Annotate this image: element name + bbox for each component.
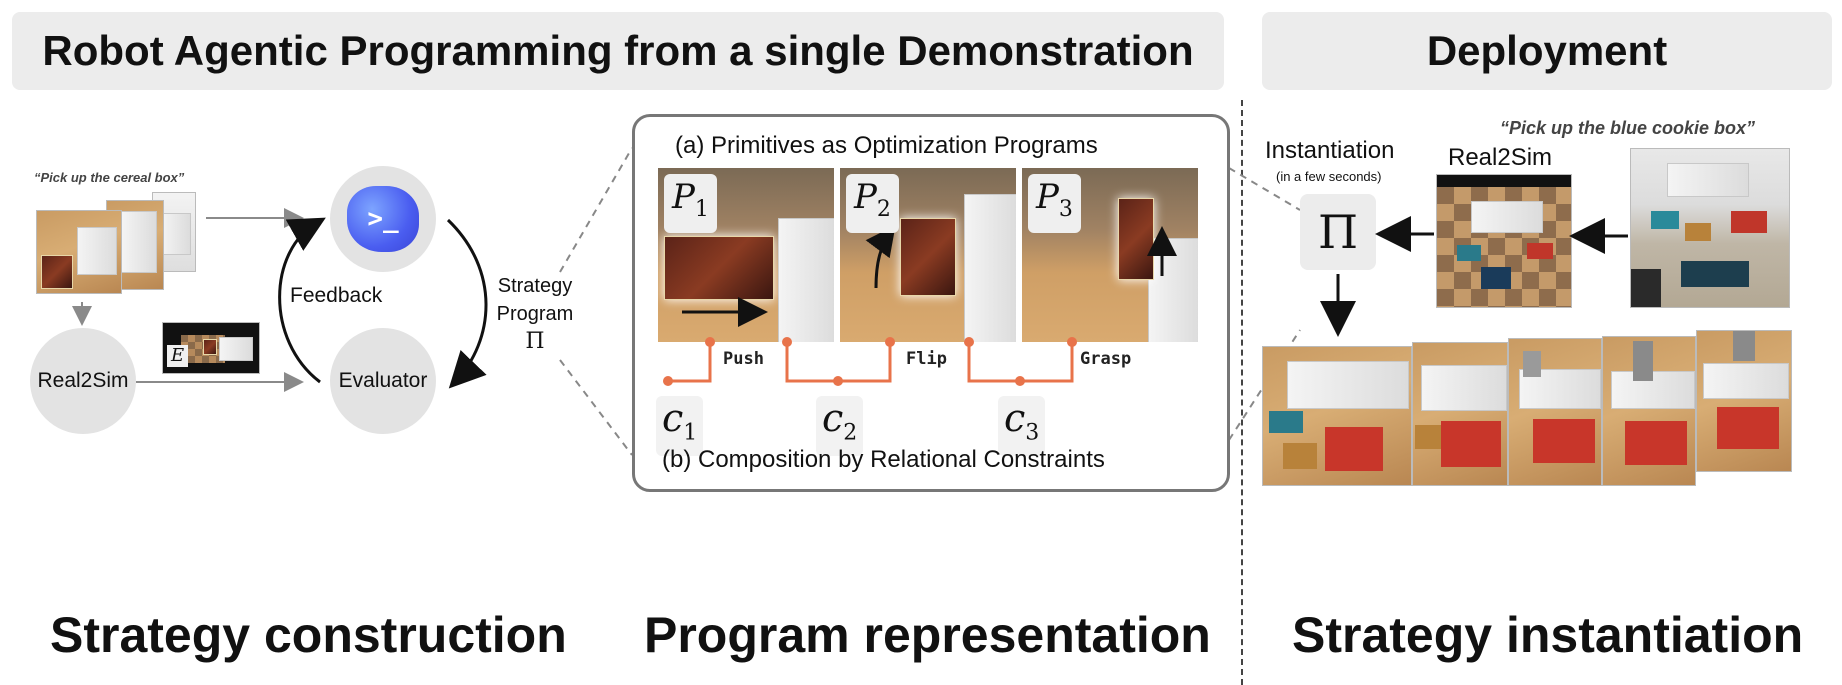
strategy-symbol: Π: [525, 329, 545, 354]
execution-frame-3: [1508, 338, 1602, 486]
execution-frame-5: [1696, 330, 1792, 472]
primitive-action-grasp: Grasp: [1080, 349, 1132, 369]
real2sim-node-label: Real2Sim: [37, 369, 129, 392]
deployment-banner-title: Deployment: [1426, 27, 1668, 74]
strategy-label-line1: Strategy: [497, 275, 573, 297]
primitive-push-image: [658, 168, 834, 342]
primitive-label-2: P2: [846, 174, 899, 233]
constraint-label-3: c3: [998, 396, 1046, 456]
agent-logo: >_: [347, 186, 419, 252]
section-title-construction: Strategy construction: [50, 607, 567, 663]
primitive-index-1: 1: [694, 196, 709, 222]
instantiation-label: Instantiation: [1265, 137, 1395, 164]
primitive-flip-image: [840, 168, 1016, 342]
primitive-action-push: Push: [723, 349, 764, 369]
section-divider: [1241, 100, 1243, 685]
real2sim-node: Real2Sim: [30, 328, 136, 434]
deployment-quote: “Pick up the blue cookie box”: [1500, 118, 1756, 138]
constraint-index-1: 1: [683, 420, 698, 446]
feedback-label: Feedback: [290, 284, 383, 307]
main-banner-title: Robot Agentic Programming from a single …: [42, 27, 1194, 74]
sim-environment-thumbnail: E: [162, 322, 260, 374]
primitive-symbol-2: P: [854, 177, 877, 217]
environment-label: E: [167, 345, 189, 367]
strategy-program-label: Strategy Program Π: [490, 272, 580, 356]
execution-frame-4: [1602, 336, 1696, 486]
instantiation-sublabel: (in a few seconds): [1276, 169, 1382, 184]
constraint-label-1: c1: [656, 396, 704, 456]
primitive-symbol-1: P: [672, 177, 695, 217]
deployment-pi-symbol: Π: [1317, 205, 1359, 259]
deployment-real2sim-label: Real2Sim: [1448, 144, 1553, 171]
agent-node: >_: [330, 166, 436, 272]
constraint-symbol-3: c: [1004, 396, 1026, 440]
evaluator-node: Evaluator: [330, 328, 436, 434]
evaluator-node-label: Evaluator: [338, 369, 428, 392]
constraint-symbol-2: c: [822, 396, 844, 440]
primitive-action-flip: Flip: [906, 349, 947, 369]
primitive-label-3: P3: [1028, 174, 1081, 233]
section-title-instantiation: Strategy instantiation: [1292, 607, 1804, 663]
constraint-index-2: 2: [843, 420, 858, 446]
main-banner: Robot Agentic Programming from a single …: [12, 12, 1224, 90]
section-title-representation: Program representation: [644, 607, 1211, 663]
constraint-symbol-1: c: [662, 396, 684, 440]
execution-frame-1: [1262, 346, 1412, 486]
demo-frame-1: [36, 210, 122, 294]
execution-frame-2: [1412, 342, 1508, 486]
deployment-real-image: [1630, 148, 1790, 308]
composition-title: (b) Composition by Relational Constraint…: [662, 446, 1105, 473]
primitive-symbol-3: P: [1036, 177, 1059, 217]
terminal-prompt-icon: >_: [367, 204, 399, 234]
constraint-label-2: c2: [816, 396, 864, 456]
primitive-index-3: 3: [1058, 196, 1073, 222]
primitive-index-2: 2: [876, 196, 891, 222]
deployment-banner: Deployment: [1262, 12, 1832, 90]
construction-quote: “Pick up the cereal box”: [34, 170, 185, 185]
primitives-title: (a) Primitives as Optimization Programs: [675, 132, 1098, 159]
instantiation-pi-node: Π: [1300, 194, 1376, 270]
constraint-index-3: 3: [1025, 420, 1040, 446]
primitive-label-1: P1: [664, 174, 717, 233]
strategy-label-line2: Program: [496, 303, 574, 325]
